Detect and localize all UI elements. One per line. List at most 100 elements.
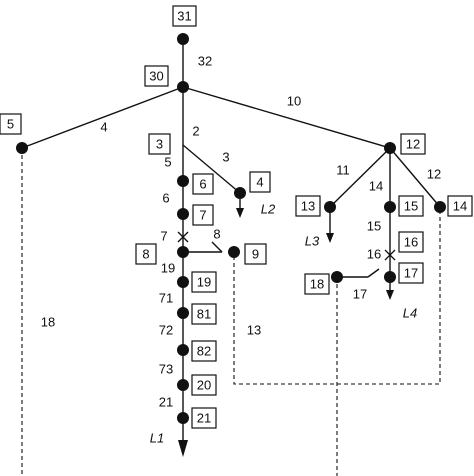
label-text-13: 13 <box>301 199 315 214</box>
nodes <box>16 33 446 424</box>
switch-x-16-17-b <box>384 249 396 261</box>
label-box-81: 81 <box>191 303 217 325</box>
node-13 <box>324 201 336 213</box>
node-14 <box>434 201 446 213</box>
switch-x-7-8-b <box>177 231 189 243</box>
load-label-L1: L1 <box>150 431 164 446</box>
label-box-12: 12 <box>400 133 426 155</box>
edge-label-7: 7 <box>160 229 167 244</box>
node-5 <box>16 142 28 154</box>
edge-label-18: 18 <box>41 315 55 330</box>
label-box-20: 20 <box>191 374 217 396</box>
node-15 <box>384 201 396 213</box>
label-text-81: 81 <box>197 307 211 322</box>
arrow-L3 <box>326 233 334 243</box>
label-text-6: 6 <box>199 177 206 192</box>
node-21 <box>177 412 189 424</box>
node-6 <box>177 175 189 187</box>
open-switches <box>177 231 396 261</box>
label-box-82: 82 <box>191 340 217 362</box>
edge-label-12: 12 <box>427 167 441 182</box>
label-text-8: 8 <box>142 247 149 262</box>
edge-label-71: 71 <box>159 291 173 306</box>
arrow-L4 <box>386 290 394 300</box>
label-box-16: 16 <box>398 231 424 253</box>
node-12 <box>384 142 396 154</box>
label-box-9: 9 <box>244 243 267 265</box>
tie-lines <box>21 148 441 476</box>
branch-lines <box>21 39 441 440</box>
branch-12-14 <box>389 147 441 208</box>
label-box-15: 15 <box>398 195 424 217</box>
arrow-L1 <box>178 440 188 457</box>
edge-label-8: 8 <box>213 227 220 242</box>
branch-30-5 <box>21 86 184 149</box>
label-text-14: 14 <box>453 199 467 214</box>
load-label-L3: L3 <box>305 234 320 249</box>
edge-label-14: 14 <box>369 179 383 194</box>
label-text-19: 19 <box>197 275 211 290</box>
label-box-31: 31 <box>172 5 197 27</box>
edge-label-32: 32 <box>198 54 212 69</box>
arrow-L2 <box>236 208 244 218</box>
node-18 <box>331 271 343 283</box>
load-label-L2: L2 <box>261 202 276 217</box>
edge-label-15: 15 <box>367 219 381 234</box>
label-box-21: 21 <box>191 407 217 429</box>
label-text-21: 21 <box>197 411 211 426</box>
edge-label-16: 16 <box>367 247 381 262</box>
node-81 <box>177 307 189 319</box>
label-box-17: 17 <box>398 262 424 284</box>
node-label-boxes: 31 30 5 3 12 6 4 7 8 9 13 15 14 16 17 18… <box>0 5 473 429</box>
node-8 <box>177 246 189 258</box>
load-labels: L1 L2 L3 L4 <box>150 202 417 446</box>
label-box-5: 5 <box>0 113 22 135</box>
edge-label-17: 17 <box>353 287 367 302</box>
label-text-31: 31 <box>177 9 191 24</box>
label-text-20: 20 <box>197 378 211 393</box>
edge-label-19: 19 <box>161 261 175 276</box>
edge-label-13: 13 <box>247 323 261 338</box>
node-17 <box>384 271 396 283</box>
label-text-3: 3 <box>156 137 163 152</box>
label-box-4: 4 <box>249 171 271 193</box>
label-text-18: 18 <box>310 277 324 292</box>
node-9 <box>228 246 240 258</box>
label-text-4: 4 <box>256 175 263 190</box>
label-box-7: 7 <box>192 204 214 226</box>
node-19 <box>177 276 189 288</box>
edge-label-10: 10 <box>287 94 301 109</box>
branch-12-13 <box>329 147 391 208</box>
edge-labels: 32 4 2 10 3 5 6 7 8 11 14 12 15 16 17 18… <box>41 54 441 410</box>
edge-label-73: 73 <box>159 362 173 377</box>
node-82 <box>177 344 189 356</box>
edge-label-5: 5 <box>164 155 171 170</box>
node-20 <box>177 379 189 391</box>
node-31 <box>177 33 189 45</box>
label-box-19: 19 <box>191 271 217 293</box>
edge-label-6: 6 <box>162 191 169 206</box>
label-box-18: 18 <box>304 273 330 295</box>
label-box-8: 8 <box>135 243 157 265</box>
switch-blade-8-9 <box>211 241 223 253</box>
edge-label-72: 72 <box>159 323 173 338</box>
label-text-16: 16 <box>404 235 418 250</box>
load-arrows <box>178 208 394 457</box>
label-text-9: 9 <box>252 247 259 262</box>
node-30 <box>177 81 189 93</box>
switch-blade-18-17 <box>367 268 380 278</box>
label-box-3: 3 <box>148 133 171 155</box>
label-box-13: 13 <box>295 195 321 217</box>
branch-30-12 <box>182 86 391 149</box>
label-text-82: 82 <box>197 344 211 359</box>
label-box-14: 14 <box>447 195 473 217</box>
edge-label-3: 3 <box>222 150 229 165</box>
edge-label-2: 2 <box>192 124 199 139</box>
load-label-L4: L4 <box>403 306 417 321</box>
node-7 <box>177 208 189 220</box>
label-text-12: 12 <box>406 137 420 152</box>
label-text-15: 15 <box>404 199 418 214</box>
label-text-7: 7 <box>199 208 206 223</box>
edge-label-21: 21 <box>159 395 173 410</box>
